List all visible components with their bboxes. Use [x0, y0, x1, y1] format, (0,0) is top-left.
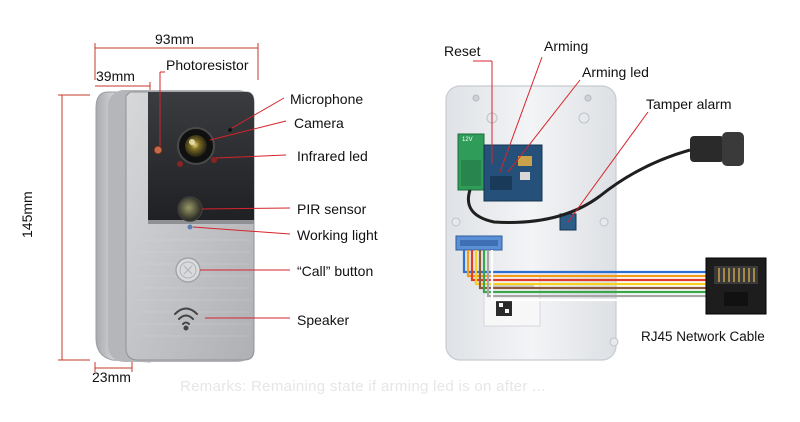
label-camera: Camera: [294, 115, 344, 131]
label-call-button: “Call” button: [297, 263, 374, 279]
doorbell-front: [95, 90, 255, 363]
label-arming-led: Arming led: [582, 64, 649, 80]
label-reset: Reset: [444, 43, 481, 59]
label-infrared-led: Infrared led: [297, 148, 368, 164]
label-arming: Arming: [544, 38, 589, 54]
label-microphone: Microphone: [290, 91, 364, 107]
dimension-bottom: 23mm: [92, 369, 131, 385]
label-working-light: Working light: [297, 227, 378, 243]
dimension-lines: [58, 43, 259, 372]
faded-caption: Remarks: Remaining state if arming led i…: [180, 378, 546, 395]
dimension-height: 145mm: [19, 191, 35, 238]
ribbon-wires: [462, 250, 720, 302]
rj45-jack: [705, 257, 767, 315]
label-rj45-network-cable: RJ45 Network Cable: [641, 329, 765, 344]
board-voltage-label: 12V: [462, 137, 473, 143]
dimension-width: 93mm: [155, 31, 194, 47]
label-speaker: Speaker: [297, 312, 350, 328]
label-photoresistor: Photoresistor: [166, 57, 249, 73]
back-leader-lines: [473, 56, 649, 223]
label-pir-sensor: PIR sensor: [297, 201, 367, 217]
front-leader-lines: [159, 71, 291, 319]
label-tamper-alarm: Tamper alarm: [646, 96, 732, 112]
dimension-depth: 39mm: [96, 68, 135, 84]
doorbell-back: [445, 85, 744, 361]
speaker-icon: [174, 307, 198, 331]
